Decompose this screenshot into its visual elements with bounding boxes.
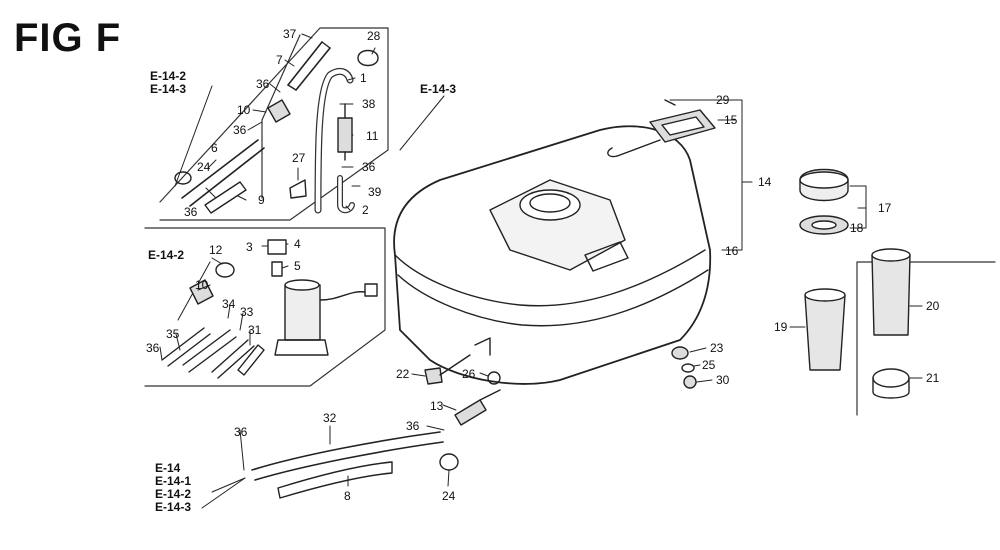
bottom-hardware xyxy=(251,346,697,499)
clip-27 xyxy=(289,179,307,199)
hose-6 xyxy=(181,139,265,207)
part-number: 38 xyxy=(362,97,376,111)
part-number: 36 xyxy=(362,160,376,174)
panel-outlines xyxy=(144,27,996,416)
part-number: 26 xyxy=(462,367,476,381)
fuel-filter-10 xyxy=(267,99,291,123)
part-number: 19 xyxy=(774,320,788,334)
part-number: 39 xyxy=(368,185,382,199)
fuel-filter-11 xyxy=(337,117,353,153)
reference-label: E-14-1 xyxy=(155,474,192,488)
washer-25 xyxy=(681,363,695,373)
reference-pump: E-14-2 xyxy=(148,249,184,262)
part-leaders xyxy=(159,33,923,487)
reference-bottom: E-14 E-14-1 E-14-2 E-14-3 xyxy=(155,462,191,514)
part-number: 9 xyxy=(258,193,265,207)
part-number: 24 xyxy=(442,489,456,503)
reference-label: E-14-2 xyxy=(150,69,187,83)
part-number: 37 xyxy=(283,27,297,41)
part-number: 8 xyxy=(344,489,351,503)
fuel-pump-group xyxy=(161,239,378,379)
hose-34 xyxy=(182,329,237,373)
fuel-pump xyxy=(284,284,321,341)
filler-cap-group xyxy=(799,168,911,399)
part-number: 36 xyxy=(184,205,198,219)
part-number: 7 xyxy=(276,53,283,67)
ring-21 xyxy=(872,368,910,388)
part-number: 35 xyxy=(166,327,180,341)
hose-31 xyxy=(237,344,265,376)
part-number: 12 xyxy=(209,243,223,257)
strainer-19 xyxy=(804,294,846,371)
part-number: 1 xyxy=(360,71,367,85)
clip-24 xyxy=(174,171,192,185)
part-number: 36 xyxy=(146,341,160,355)
part-number: 20 xyxy=(926,299,940,313)
washer-26 xyxy=(487,371,501,385)
part-number: 32 xyxy=(323,411,337,425)
grommet-4 xyxy=(267,239,287,255)
part-number: 17 xyxy=(878,201,892,215)
part-number: 36 xyxy=(406,419,420,433)
reference-label: E-14-3 xyxy=(420,82,457,96)
part-number: 36 xyxy=(233,123,247,137)
reference-label: E-14-3 xyxy=(155,500,192,514)
reference-tank: E-14-3 xyxy=(420,83,456,96)
hose-35 xyxy=(161,327,211,367)
clip-24b xyxy=(439,453,459,471)
part-number: 36 xyxy=(256,77,270,91)
part-number: 23 xyxy=(710,341,724,355)
part-number: 10 xyxy=(195,278,209,292)
part-number: 21 xyxy=(926,371,940,385)
part-number: 16 xyxy=(725,244,739,258)
part-number: 5 xyxy=(294,259,301,273)
reference-label: E-14-3 xyxy=(150,82,187,96)
collar-5 xyxy=(271,261,283,277)
part-number: 25 xyxy=(702,358,716,372)
hose-group-top xyxy=(174,41,379,214)
part-number: 31 xyxy=(248,323,262,337)
part-number: 36 xyxy=(234,425,248,439)
hose-32 xyxy=(251,431,444,481)
strainer-20 xyxy=(871,254,911,336)
part-number: 34 xyxy=(222,297,236,311)
bolt-30 xyxy=(683,375,697,389)
hose-9 xyxy=(204,181,247,214)
hose-8 xyxy=(277,461,393,499)
figure-title: FIG F xyxy=(14,16,122,60)
clip-12 xyxy=(215,262,235,278)
part-number: 28 xyxy=(367,29,381,43)
part-number: 13 xyxy=(430,399,444,413)
part-number: 30 xyxy=(716,373,730,387)
reference-label: E-14 xyxy=(155,461,181,475)
part-number: 33 xyxy=(240,305,254,319)
part-number: 29 xyxy=(716,93,730,107)
part-number: 24 xyxy=(197,160,211,174)
clip-28 xyxy=(357,49,379,67)
reference-top-left: E-14-2 E-14-3 xyxy=(150,70,186,96)
part-number: 14 xyxy=(758,175,772,189)
reference-label: E-14-2 xyxy=(148,248,185,262)
part-number: 18 xyxy=(850,221,864,235)
reference-label: E-14-2 xyxy=(155,487,192,501)
nut-23 xyxy=(671,346,689,360)
part-number: 22 xyxy=(396,367,410,381)
hose-33 xyxy=(211,339,255,379)
part-labels: 37 7 1 36 10 36 38 11 36 39 2 28 6 24 36… xyxy=(146,27,940,503)
fuel-tank xyxy=(393,125,712,385)
part-number: 3 xyxy=(246,240,253,254)
part-number: 15 xyxy=(724,113,738,127)
part-number: 11 xyxy=(366,129,379,143)
part-number: 4 xyxy=(294,237,301,251)
hose-7 xyxy=(287,41,331,91)
part-number: 6 xyxy=(211,141,218,155)
bolt-22 xyxy=(424,367,443,385)
fuel-valve-13 xyxy=(454,399,487,426)
part-number: 2 xyxy=(362,203,369,217)
part-number: 10 xyxy=(237,103,251,117)
part-number: 27 xyxy=(292,151,306,165)
fuel-gauge xyxy=(607,99,716,158)
